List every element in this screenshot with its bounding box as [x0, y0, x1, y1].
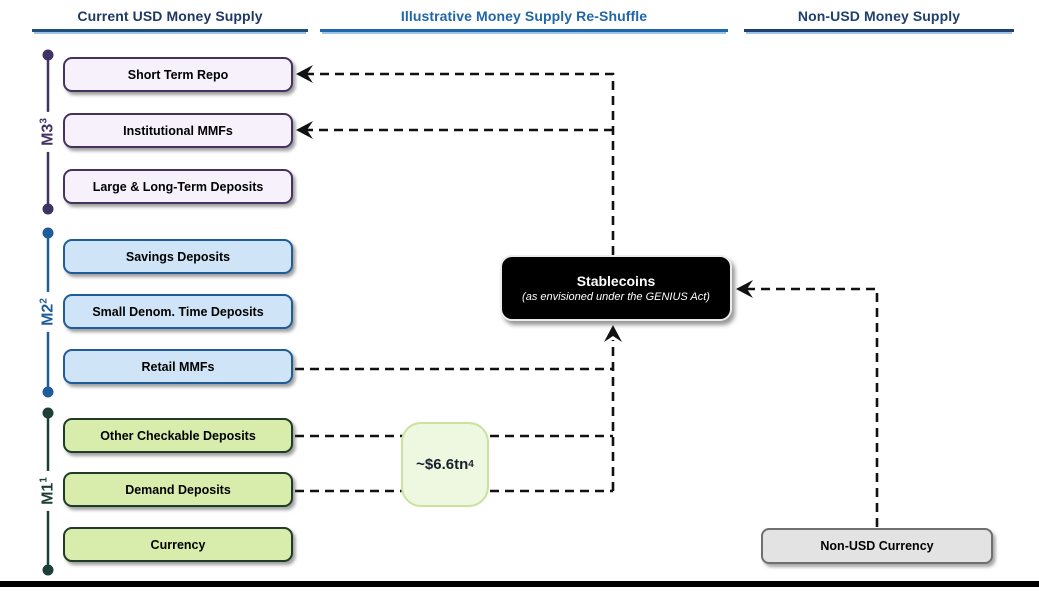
- bracket-m3-top-dot: [42, 49, 54, 61]
- box-stablecoins: Stablecoins (as envisioned under the GEN…: [500, 255, 732, 321]
- arrowhead-into-stablecoins-right: [736, 280, 753, 298]
- box-large-long-term-deposits: Large & Long-Term Deposits: [63, 169, 293, 204]
- m3-footnote-sup: 3: [38, 118, 50, 124]
- m2-footnote-sup: 2: [38, 298, 50, 304]
- box-savings-deposits: Savings Deposits: [63, 239, 293, 274]
- bracket-m2-bottom-dot: [42, 386, 54, 398]
- box-retail-mmfs: Retail MMFs: [63, 349, 293, 384]
- bracket-m1-bottom-dot: [42, 564, 54, 576]
- header-illustrative-reshuffle: Illustrative Money Supply Re-Shuffle: [320, 8, 728, 32]
- header-non-usd-money-supply: Non-USD Money Supply: [744, 8, 1014, 32]
- group-label-m1: M11: [37, 471, 59, 511]
- group-label-m3: M33: [37, 112, 59, 152]
- box-small-denom-time-deposits: Small Denom. Time Deposits: [63, 294, 293, 329]
- bracket-m1-top-dot: [42, 407, 54, 419]
- bracket-m2-top-dot: [42, 227, 54, 239]
- connector-non-usd-currency-to-stablecoins: [747, 287, 879, 527]
- m3-text: M3: [39, 123, 57, 146]
- amount-value: ~$6.6tn: [416, 456, 469, 473]
- bracket-m3-bottom-dot: [42, 203, 54, 215]
- arrowhead-into-short-term-repo: [296, 65, 313, 83]
- box-currency: Currency: [63, 527, 293, 562]
- m2-text: M2: [39, 303, 57, 326]
- stablecoins-subtitle: (as envisioned under the GENIUS Act): [522, 291, 710, 303]
- header-current-usd-money-supply: Current USD Money Supply: [32, 8, 308, 32]
- bottom-divider: [0, 581, 1039, 587]
- amount-footnote-sup: 4: [468, 459, 474, 470]
- box-other-checkable-deposits: Other Checkable Deposits: [63, 418, 293, 453]
- box-institutional-mmfs: Institutional MMFs: [63, 113, 293, 148]
- arrowhead-into-stablecoins-bottom: [604, 325, 622, 342]
- box-non-usd-currency: Non-USD Currency: [761, 528, 993, 564]
- m1-text: M1: [39, 482, 57, 505]
- m1-footnote-sup: 1: [38, 477, 50, 483]
- box-short-term-repo: Short Term Repo: [63, 57, 293, 92]
- stablecoins-title: Stablecoins: [576, 273, 656, 289]
- arrowhead-into-institutional-mmfs: [296, 121, 313, 139]
- group-label-m2: M22: [37, 292, 59, 332]
- connector-stablecoins-to-short-term-repo: [303, 72, 615, 255]
- box-demand-deposits: Demand Deposits: [63, 472, 293, 507]
